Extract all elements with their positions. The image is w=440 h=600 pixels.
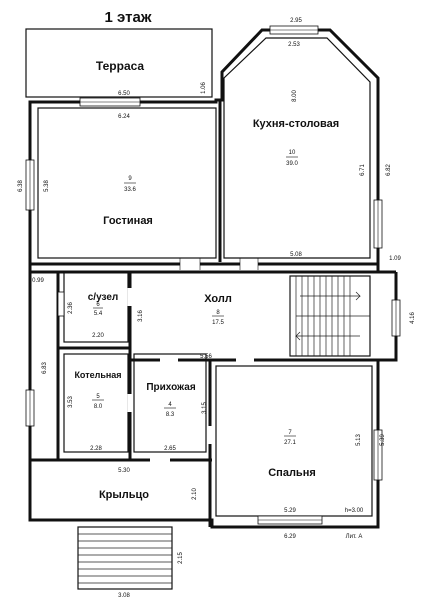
footer-label: Лит. А bbox=[346, 534, 363, 540]
dim-stairs-depth: 2.15 bbox=[178, 552, 184, 564]
hall-number: 8 bbox=[216, 310, 220, 316]
dim-terrace-depth: 1.06 bbox=[201, 82, 207, 94]
porch-label: Крыльцо bbox=[99, 489, 149, 501]
window-wc-left bbox=[57, 291, 65, 317]
plan-title: 1 этаж bbox=[105, 9, 152, 26]
porch-steps bbox=[77, 526, 173, 590]
hall-area: 17.5 bbox=[212, 320, 224, 326]
boiler-number: 5 bbox=[96, 394, 100, 400]
dim-left-jog: 0.99 bbox=[32, 278, 44, 284]
dim-kitchen-top-outer: 2.95 bbox=[290, 18, 302, 24]
dim-entry-height: 3.15 bbox=[202, 402, 208, 414]
dim-kitchen-top-inner: 2.53 bbox=[288, 42, 300, 48]
kitchen-label: Кухня-столовая bbox=[253, 118, 339, 130]
dim-terrace-width: 6.50 bbox=[118, 91, 130, 97]
dim-kitchen-side: 6.71 bbox=[360, 164, 366, 176]
dim-porch-depth: 2.10 bbox=[192, 488, 198, 500]
upper-block-walls bbox=[28, 28, 380, 274]
hall-label: Холл bbox=[204, 293, 232, 305]
dim-left-side: 6.83 bbox=[42, 362, 48, 374]
dim-boiler-height: 3.53 bbox=[68, 396, 74, 408]
dim-living-left-inner: 5.38 bbox=[44, 180, 50, 192]
living-inner-wall bbox=[37, 107, 217, 259]
dim-bedroom-outer-side: 5.39 bbox=[380, 434, 386, 446]
wc-number: 6 bbox=[96, 302, 100, 308]
terrace-outline bbox=[25, 28, 213, 98]
bedroom-label: Спальня bbox=[268, 467, 316, 479]
dim-wc-height: 2.36 bbox=[68, 302, 74, 314]
kitchen-area: 39.0 bbox=[286, 161, 298, 167]
dim-bedroom-height: h=3.00 bbox=[345, 508, 364, 514]
dim-hall-wall: 3.16 bbox=[138, 310, 144, 322]
bedroom-number: 7 bbox=[288, 430, 292, 436]
living-number: 9 bbox=[128, 176, 132, 182]
windows bbox=[25, 25, 401, 525]
dim-kitchen-depth: 8.00 bbox=[292, 90, 298, 102]
lower-block-walls bbox=[28, 272, 398, 529]
dim-living-width: 6.24 bbox=[118, 114, 130, 120]
entry-area: 8.3 bbox=[166, 412, 175, 418]
dim-kitchen-bottom: 5.08 bbox=[290, 252, 302, 258]
dim-right-jog: 1.09 bbox=[389, 256, 401, 262]
terrace-label: Терраса bbox=[96, 59, 145, 73]
doors bbox=[127, 258, 259, 463]
dim-right-side: 4.16 bbox=[410, 312, 416, 324]
boiler-area: 8.0 bbox=[94, 404, 103, 410]
porch-steps-outline bbox=[77, 526, 173, 590]
boiler-label: Котельная bbox=[74, 370, 121, 380]
dim-wc-width: 2.20 bbox=[92, 333, 104, 339]
living-area: 33.6 bbox=[124, 187, 136, 193]
entry-outline bbox=[133, 353, 207, 453]
dim-boiler-width: 2.28 bbox=[90, 446, 102, 452]
staircase bbox=[289, 275, 371, 357]
dim-living-left-outer: 6.38 bbox=[18, 180, 24, 192]
dim-kitchen-outer-side: 6.82 bbox=[386, 164, 392, 176]
dim-entry-width: 2.65 bbox=[164, 446, 176, 452]
kitchen-inner-wall bbox=[223, 37, 371, 259]
bedroom-area: 27.1 bbox=[284, 440, 296, 446]
kitchen-number: 10 bbox=[289, 150, 296, 156]
living-label: Гостиная bbox=[103, 215, 153, 227]
dim-bedroom-width: 5.29 bbox=[284, 508, 296, 514]
dim-stairs-width: 3.08 bbox=[118, 593, 130, 599]
dim-hall-bottom: 5.56 bbox=[200, 354, 212, 360]
entry-label: Прихожая bbox=[146, 382, 196, 393]
entry-number: 4 bbox=[168, 402, 172, 408]
dim-porch-width: 5.30 bbox=[118, 468, 130, 474]
dim-bedroom-outer-width: 6.29 bbox=[284, 534, 296, 540]
wc-area: 5.4 bbox=[94, 311, 103, 317]
dim-bedroom-side: 5.13 bbox=[356, 434, 362, 446]
wc-label: с/узел bbox=[88, 292, 119, 303]
